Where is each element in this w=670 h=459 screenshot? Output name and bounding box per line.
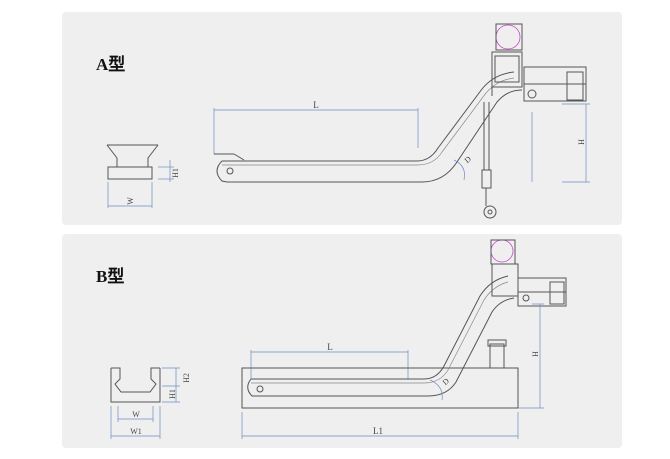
label-h-a: H	[577, 139, 586, 145]
panel-b-title: B型	[96, 267, 125, 286]
label-h1-b: H1	[168, 389, 177, 399]
label-l1-b: L1	[373, 426, 383, 436]
label-h2-b: H2	[182, 373, 191, 383]
conveyor-a-drawing: W H1	[106, 23, 590, 219]
label-angle-b: D	[441, 376, 451, 387]
panel-type-a: A型 W H1	[62, 12, 622, 225]
label-l-b: L	[327, 342, 333, 352]
cross-section-a	[106, 144, 174, 208]
panel-type-b: B型 W W1 H1 H2	[62, 234, 622, 448]
cross-section-b	[110, 367, 180, 439]
conveyor-body-a	[213, 23, 590, 219]
label-w1-b: W1	[130, 427, 142, 436]
label-h1-a: H1	[171, 168, 180, 178]
label-angle-a: D	[463, 154, 473, 165]
label-h-b: H	[531, 351, 540, 357]
label-w-b: W	[132, 410, 140, 419]
conveyor-b-drawing: W W1 H1 H2	[110, 239, 567, 439]
conveyor-body-b	[241, 239, 567, 439]
panel-a-title: A型	[96, 55, 126, 74]
label-w-a: W	[126, 197, 135, 205]
label-l-a: L	[313, 100, 319, 110]
